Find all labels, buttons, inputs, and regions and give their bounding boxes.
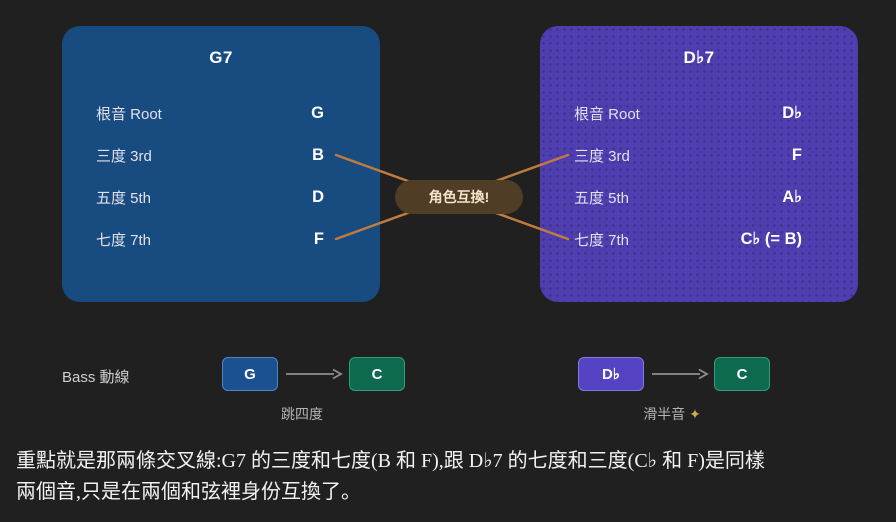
chord-row: 三度 3rd B xyxy=(62,134,380,176)
chord-title-db7: D♭7 xyxy=(683,48,715,67)
note-value: D xyxy=(312,187,324,206)
arrow-head xyxy=(698,368,709,380)
chord-row: 五度 5th A♭ xyxy=(540,176,858,218)
note-value: C♭ (= B) xyxy=(740,230,802,248)
note-value: F xyxy=(313,229,324,248)
note-value: F xyxy=(791,145,802,164)
chord-title-g7: G7 xyxy=(209,48,233,67)
arrow-right-icon xyxy=(652,368,709,380)
chord-row: 七度 7th C♭ (= B) xyxy=(540,218,858,260)
bass-note-g: G xyxy=(222,357,278,391)
explanation-paragraph: 重點就是那兩條交叉線:G7 的三度和七度(B 和 F),跟 D♭7 的七度和三度… xyxy=(16,446,884,508)
chord-card-g7: G7 根音 Root G 三度 3rd B 五度 5th D 七度 7th F xyxy=(62,26,380,302)
chord-row: 七度 7th F xyxy=(62,218,380,260)
chord-row: 根音 Root G xyxy=(62,92,380,134)
bass-motion-label: Bass 動線 xyxy=(62,369,130,386)
arrow-head xyxy=(332,368,343,380)
note-value: G xyxy=(311,103,324,122)
degree-label: 七度 7th xyxy=(574,231,630,249)
chord-row: 三度 3rd F xyxy=(540,134,858,176)
note-value: D♭ xyxy=(782,104,802,122)
degree-label: 三度 3rd xyxy=(96,147,152,165)
degree-label: 五度 5th xyxy=(96,189,152,207)
bass-note-c-left: C xyxy=(349,357,405,391)
bass-caption-right: 滑半音 ✦ xyxy=(617,404,727,424)
arrow-right-icon xyxy=(286,368,343,380)
chord-row: 五度 5th D xyxy=(62,176,380,218)
chord-card-db7: D♭7 根音 Root D♭ 三度 3rd F 五度 5th A♭ 七度 7th… xyxy=(540,26,858,302)
degree-label: 三度 3rd xyxy=(574,147,630,165)
degree-label: 七度 7th xyxy=(96,231,152,249)
explanation-line-1: 重點就是那兩條交叉線:G7 的三度和七度(B 和 F),跟 D♭7 的七度和三度… xyxy=(16,450,765,472)
explanation-line-2: 兩個音,只是在兩個和弦裡身份互換了。 xyxy=(16,481,361,503)
degree-label: 根音 Root xyxy=(574,105,640,123)
bass-caption-right-text: 滑半音 xyxy=(643,406,686,422)
bass-caption-left: 跳四度 xyxy=(281,406,323,422)
degree-label: 五度 5th xyxy=(574,189,630,207)
degree-label: 根音 Root xyxy=(96,105,162,123)
swap-badge: 角色互換! xyxy=(395,180,523,214)
bass-note-db: D♭ xyxy=(578,357,644,391)
chord-row: 根音 Root D♭ xyxy=(540,92,858,134)
bass-note-c-right: C xyxy=(714,357,770,391)
sparkle-icon: ✦ xyxy=(689,406,701,422)
note-value: A♭ xyxy=(782,188,802,206)
note-value: B xyxy=(312,145,324,164)
